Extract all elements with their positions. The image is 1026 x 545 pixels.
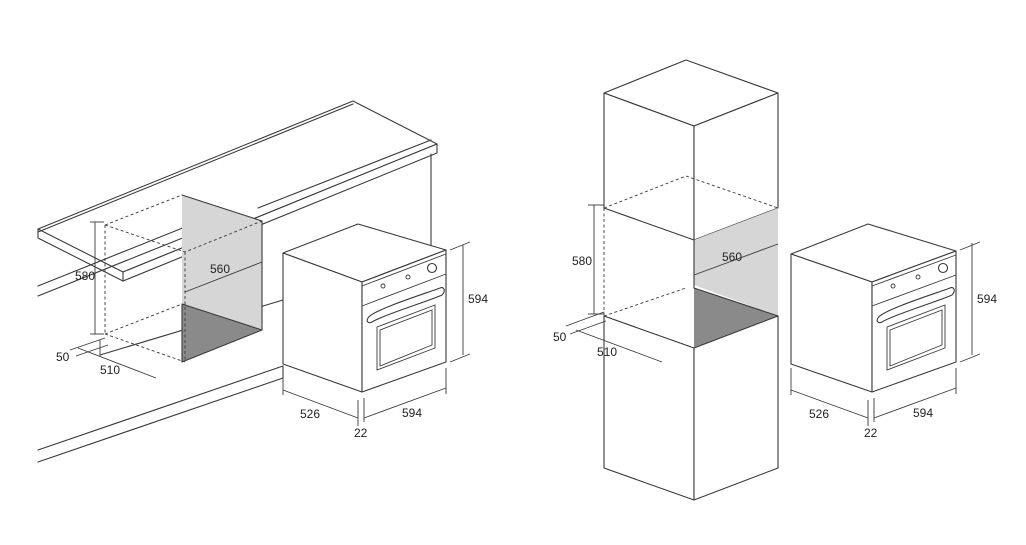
column-oven-front-label: 22 xyxy=(864,426,878,440)
column-oven-height-label: 594 xyxy=(977,292,997,306)
oven-indicator-icon xyxy=(915,274,921,280)
column-oven xyxy=(790,223,957,393)
cabinet-oven-front-label: 22 xyxy=(354,426,368,440)
cabinet-niche-depth-label: 510 xyxy=(100,363,120,377)
cabinet-niche-dimensions xyxy=(69,221,263,379)
column-oven-dimensions xyxy=(790,241,981,426)
cabinet-niche-width-label: 560 xyxy=(210,262,230,276)
cabinet-oven-dimensions xyxy=(282,241,471,426)
column-oven-width-label: 594 xyxy=(913,406,933,420)
column-niche-height-label: 580 xyxy=(572,254,592,268)
oven-handle xyxy=(876,287,955,324)
cabinet-niche-height-label: 580 xyxy=(75,269,95,283)
cabinet-oven-depth-label: 526 xyxy=(300,407,320,421)
column-oven-depth-label: 526 xyxy=(809,407,829,421)
cabinet-niche-gap-label: 50 xyxy=(56,350,70,364)
cabinet-oven xyxy=(282,223,447,393)
oven-indicator-icon xyxy=(405,274,411,280)
oven-knob-icon xyxy=(937,262,949,274)
column-niche-width-label: 560 xyxy=(722,250,742,264)
column-installation-drawing xyxy=(603,59,779,501)
column-niche-dimensions xyxy=(565,204,779,363)
column-niche-gap-label: 50 xyxy=(553,330,567,344)
cabinet-niche xyxy=(104,194,263,363)
column-niche-depth-label: 510 xyxy=(597,345,617,359)
oven-indicator-icon xyxy=(380,283,386,289)
oven-indicator-icon xyxy=(890,283,896,289)
cabinet-oven-height-label: 594 xyxy=(468,292,488,306)
oven-handle xyxy=(366,287,445,324)
oven-knob-icon xyxy=(426,262,438,274)
cabinet-installation-drawing: 580 560 50 510 xyxy=(37,100,438,463)
cabinet-oven-width-label: 594 xyxy=(402,406,422,420)
